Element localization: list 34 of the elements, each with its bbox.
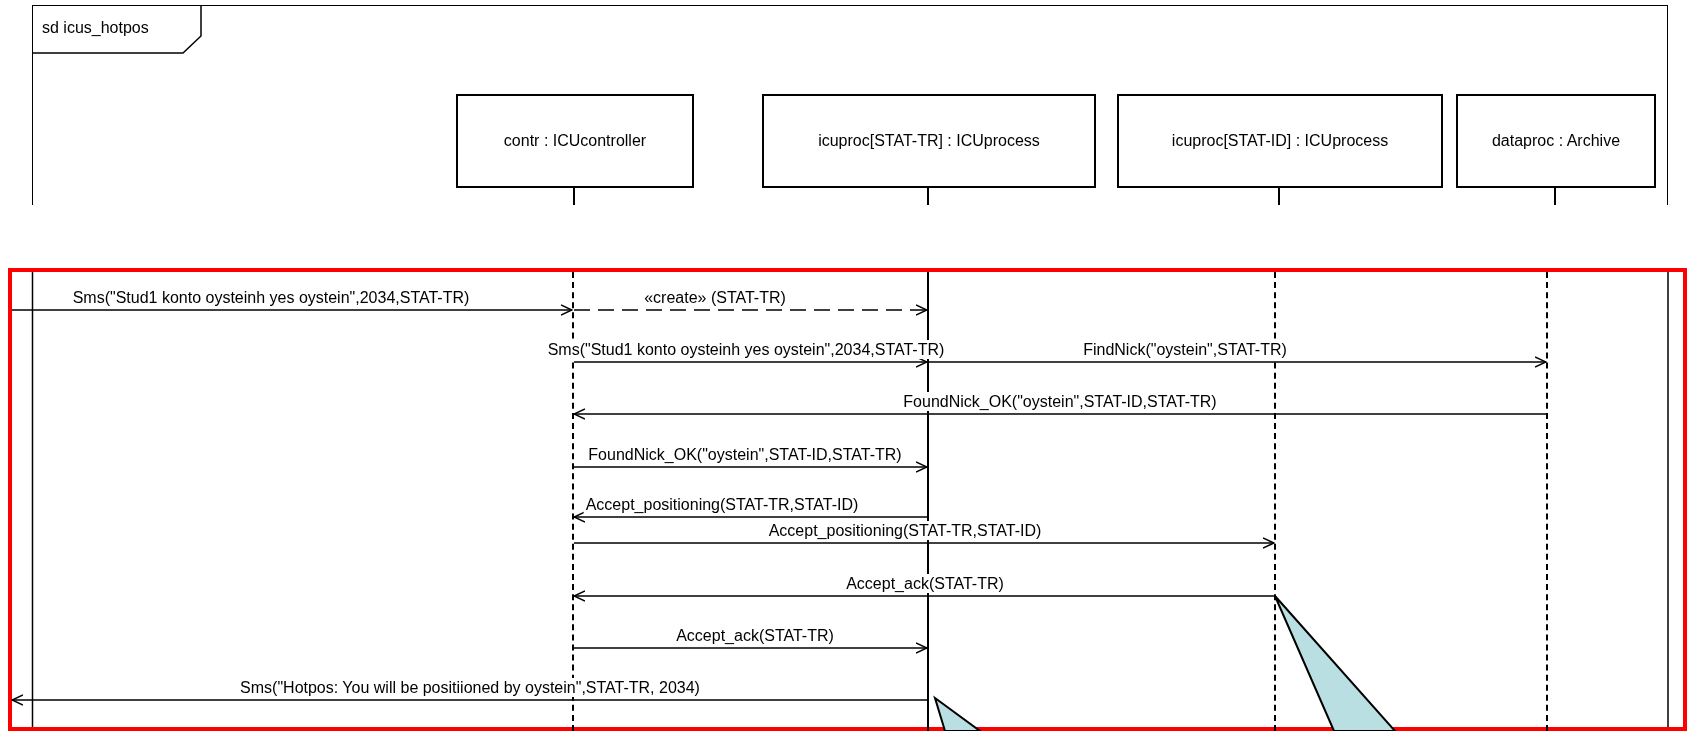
message-arrow: [573, 642, 928, 654]
object-name: icuproc[STAT-TR] : ICUprocess: [818, 131, 1040, 151]
message-arrow: [928, 356, 1547, 368]
lifeline-head: [1117, 94, 1443, 188]
object-name: contr : ICUcontroller: [503, 131, 647, 151]
object-name: icuproc[STAT-ID] : ICUprocess: [1171, 131, 1389, 151]
message-label: FindNick("oystein",STAT-TR): [1081, 340, 1289, 359]
message-label: Sms("Stud1 konto oysteinh yes oystein",2034,STAT-TR): [545, 340, 947, 359]
message-arrow: [573, 304, 928, 316]
message-arrow: [573, 537, 1275, 549]
callout-pointer: [935, 698, 980, 731]
message-label: Accept_ack(STAT-TR): [844, 574, 1006, 593]
message-arrow: [11, 694, 928, 706]
message-arrow: [573, 590, 1275, 602]
message-label: «create» (STAT-TR): [642, 288, 788, 307]
message-label: Accept_positioning(STAT-TR,STAT-ID): [766, 521, 1044, 540]
lifeline-head: [456, 94, 694, 188]
message-arrow: [573, 511, 928, 523]
callout-pointer: [1275, 596, 1395, 731]
message-arrow: [573, 408, 1547, 420]
sequence-frame: [32, 5, 1668, 205]
frame-title: sd icus_hotpos: [42, 19, 149, 36]
message-label: FoundNick_OK("oystein",STAT-ID,STAT-TR): [901, 392, 1219, 411]
message-arrow: [11, 304, 573, 316]
message-label: Sms("Stud1 konto oysteinh yes oystein",2034,STAT-TR): [70, 288, 472, 307]
message-label: FoundNick_OK("oystein",STAT-ID,STAT-TR): [586, 445, 904, 464]
lifeline-head: [1456, 94, 1656, 188]
message-arrow: [573, 461, 928, 473]
message-label: Accept_ack(STAT-TR): [674, 626, 836, 645]
lifeline-head: [762, 94, 1096, 188]
message-label: Accept_positioning(STAT-TR,STAT-ID): [583, 495, 861, 514]
object-name: dataproc : Archive: [1491, 131, 1621, 151]
message-label: Sms("Hotpos: You will be positiioned by oystein",STAT-TR, 2034): [238, 678, 702, 697]
lifeline: [1546, 272, 1548, 731]
